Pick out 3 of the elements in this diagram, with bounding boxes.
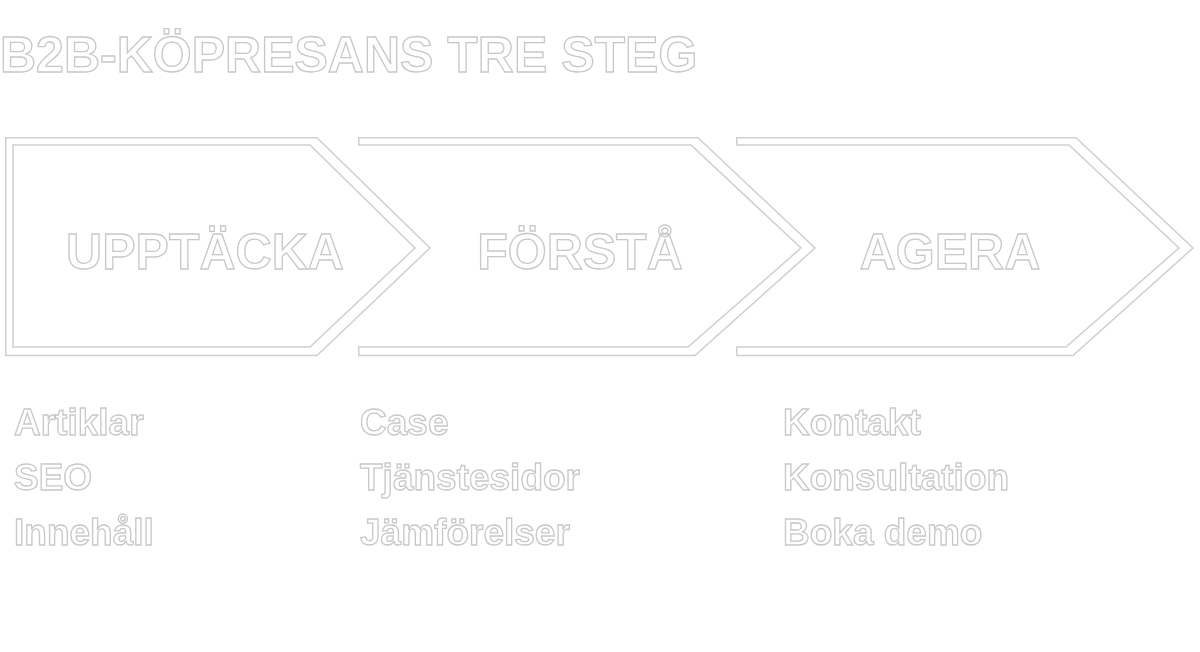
list-item: Artiklar xyxy=(14,404,144,441)
chevron-step xyxy=(736,137,1196,357)
chevron-step xyxy=(358,137,818,357)
